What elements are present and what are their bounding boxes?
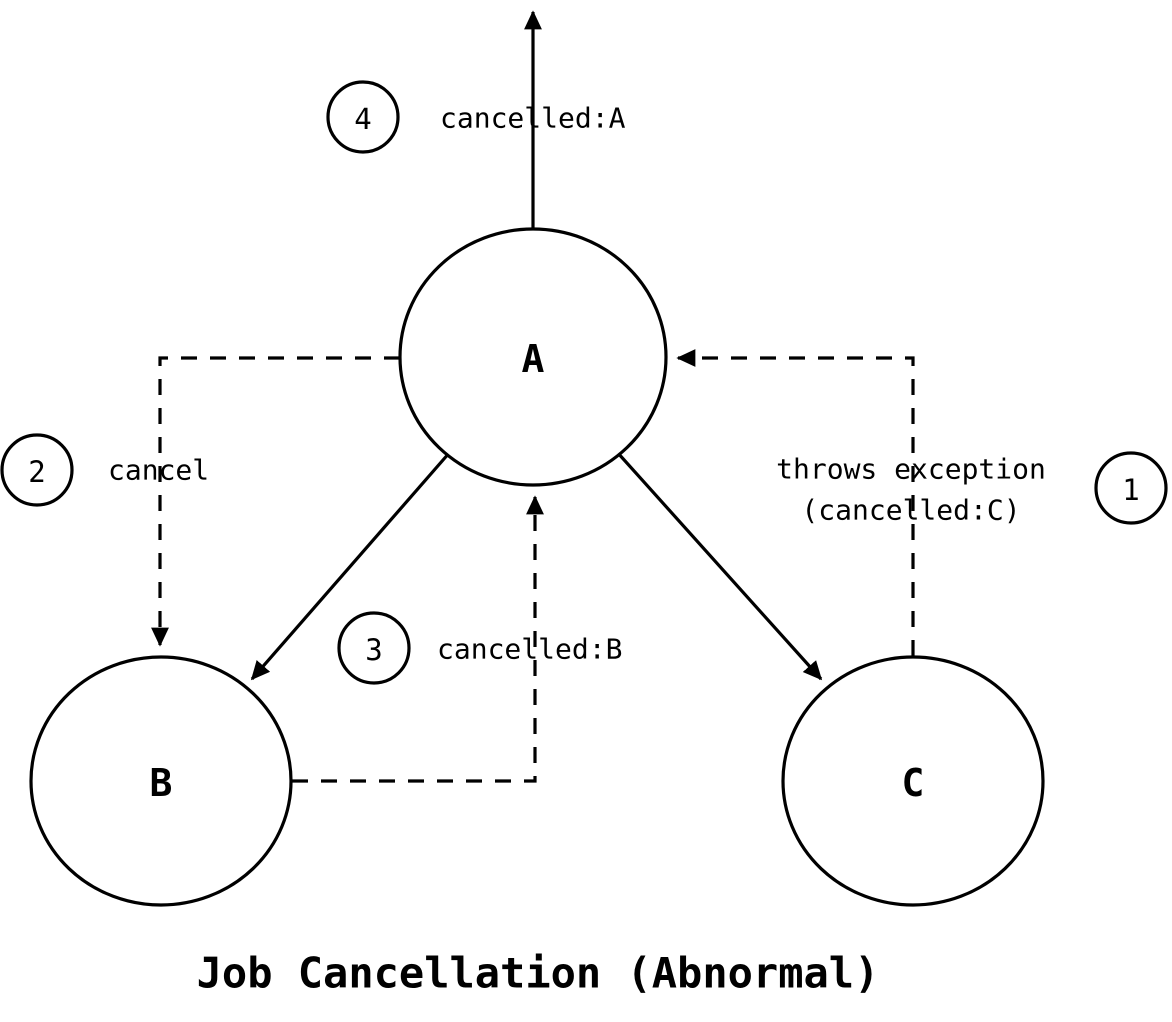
edge-label-cancelled-b: cancelled:B (437, 633, 622, 666)
edge-label-throws-exception-line1: throws exception (776, 453, 1046, 486)
edge-c-to-a-exception-line (676, 349, 915, 656)
step-marker-3-number: 3 (365, 633, 382, 667)
step-marker-2[interactable]: 2 (0, 433, 74, 507)
edge-label-cancel: cancel (108, 454, 209, 487)
node-a-label: A (522, 337, 545, 381)
edge-label-throws-exception-line2: (cancelled:C) (801, 494, 1020, 527)
edge-a-to-b-cancel-line (151, 356, 400, 647)
node-c-label: C (902, 761, 925, 805)
step-marker-2-circle[interactable] (0, 433, 74, 507)
step-marker-1-circle[interactable] (1094, 451, 1168, 525)
edge-label-cancelled-a: cancelled:A (440, 102, 626, 135)
edge-a-to-c-child (615, 450, 823, 681)
diagram-title: Job Cancellation (Abnormal) (197, 949, 880, 998)
step-marker-4[interactable]: 4 (326, 80, 400, 154)
step-marker-3[interactable]: 3 (337, 611, 411, 685)
step-marker-1[interactable]: 1 (1094, 451, 1168, 525)
edge-a-to-c-child-line (615, 450, 823, 681)
node-a-shape[interactable] (398, 227, 668, 487)
step-marker-2-number: 2 (28, 455, 45, 489)
step-marker-3-circle[interactable] (337, 611, 411, 685)
node-b[interactable]: B (29, 655, 293, 907)
edge-a-to-b-child (250, 450, 452, 681)
step-marker-1-number: 1 (1122, 473, 1139, 507)
step-marker-4-number: 4 (354, 102, 371, 136)
node-c[interactable]: C (781, 655, 1045, 907)
edge-b-to-a-cancelled (292, 495, 544, 783)
edge-a-to-b-cancel (151, 356, 400, 647)
node-c-shape[interactable] (781, 655, 1045, 907)
node-b-label: B (150, 761, 173, 805)
step-marker-4-circle[interactable] (326, 80, 400, 154)
edge-b-to-a-cancelled-line (292, 495, 544, 783)
node-b-shape[interactable] (29, 655, 293, 907)
node-a[interactable]: A (398, 227, 668, 487)
edge-c-to-a-exception (676, 349, 915, 656)
edge-a-to-b-child-line (250, 450, 452, 681)
